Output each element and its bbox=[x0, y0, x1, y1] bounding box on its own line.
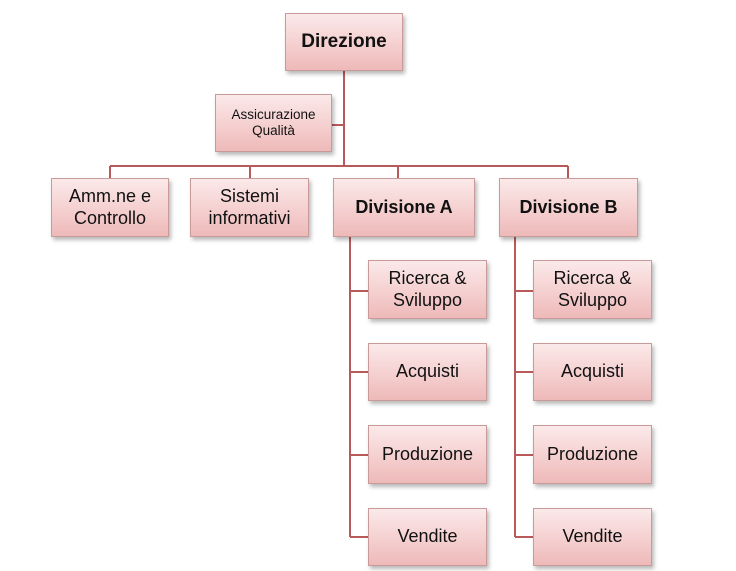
node-div-a-produzione: Produzione bbox=[368, 425, 487, 484]
node-div-b-vendite: Vendite bbox=[533, 508, 652, 566]
node-direzione: Direzione bbox=[285, 13, 403, 71]
node-div-a-acquisti: Acquisti bbox=[368, 343, 487, 401]
node-div-a-acquisti-label: Acquisti bbox=[395, 361, 460, 382]
node-div-b-produzione: Produzione bbox=[533, 425, 652, 484]
node-div-a-vendite: Vendite bbox=[368, 508, 487, 566]
node-div-a-ricerca-sviluppo: Ricerca & Sviluppo bbox=[368, 260, 487, 319]
node-div-b-vendite-label: Vendite bbox=[562, 526, 623, 547]
node-divisione-a: Divisione A bbox=[333, 178, 475, 237]
node-div-b-ricerca-sviluppo-label: Ricerca & Sviluppo bbox=[553, 267, 632, 310]
node-div-a-vendite-label: Vendite bbox=[397, 526, 458, 547]
node-div-b-acquisti: Acquisti bbox=[533, 343, 652, 401]
node-amministrazione-controllo: Amm.ne e Controllo bbox=[51, 178, 169, 237]
node-sistemi-informativi: Sistemi informativi bbox=[190, 178, 309, 237]
node-div-b-produzione-label: Produzione bbox=[546, 443, 639, 464]
node-div-b-acquisti-label: Acquisti bbox=[560, 361, 625, 382]
node-amministrazione-controllo-label: Amm.ne e Controllo bbox=[68, 185, 152, 228]
node-assicurazione-qualita: Assicurazione Qualità bbox=[215, 94, 332, 152]
node-div-a-produzione-label: Produzione bbox=[381, 443, 474, 464]
node-divisione-b-label: Divisione B bbox=[519, 196, 618, 217]
node-divisione-b: Divisione B bbox=[499, 178, 638, 237]
node-assicurazione-qualita-label: Assicurazione Qualità bbox=[231, 106, 316, 138]
node-direzione-label: Direzione bbox=[301, 30, 387, 52]
node-div-b-ricerca-sviluppo: Ricerca & Sviluppo bbox=[533, 260, 652, 319]
node-divisione-a-label: Divisione A bbox=[355, 196, 453, 217]
node-div-a-ricerca-sviluppo-label: Ricerca & Sviluppo bbox=[388, 267, 467, 310]
node-sistemi-informativi-label: Sistemi informativi bbox=[208, 185, 291, 228]
